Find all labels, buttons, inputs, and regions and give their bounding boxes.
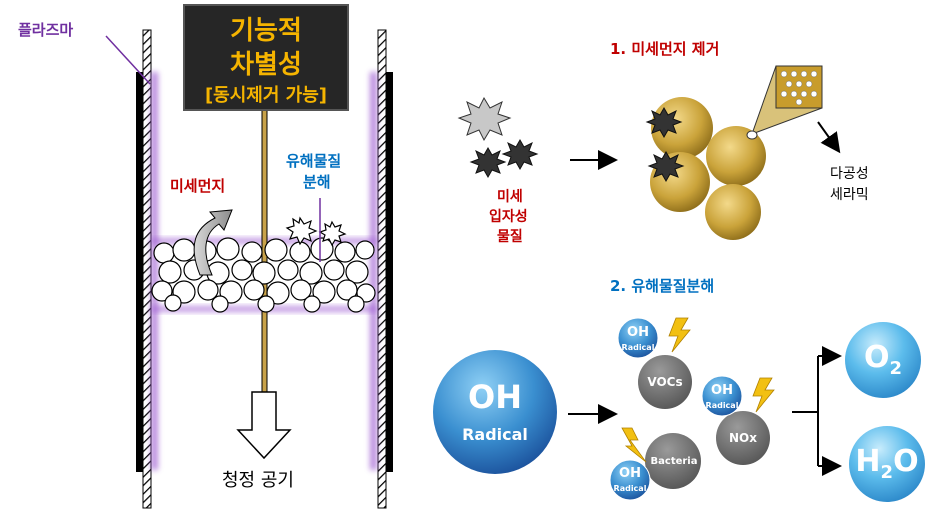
o2-subscript: 2 bbox=[889, 358, 903, 379]
ceramic-label-line-1: 다공성 bbox=[830, 166, 869, 182]
h2o-o: O bbox=[893, 444, 919, 479]
left-plasma-glow bbox=[151, 72, 158, 470]
particle-label-line-1: 미세 bbox=[497, 189, 523, 205]
left-electrode bbox=[136, 72, 143, 472]
plasma-label: 플라즈마 bbox=[18, 21, 74, 39]
oh-radical-small bbox=[609, 459, 651, 501]
oh-radical-sphere bbox=[433, 350, 557, 474]
oh-small-text: OH bbox=[711, 383, 733, 398]
fine-dust-curved-arrow bbox=[193, 209, 233, 276]
harmful-label-line-1: 유해물질 bbox=[286, 152, 342, 170]
ceramic-pointer-arrow bbox=[817, 121, 841, 154]
harmful-label-line-2: 분해 bbox=[303, 173, 331, 191]
particle-label-line-2: 입자성 bbox=[489, 209, 528, 225]
spark-icon bbox=[647, 150, 685, 183]
reactor-diagram bbox=[105, 29, 393, 509]
lightning-icon bbox=[621, 427, 647, 463]
left-wall-hatch bbox=[142, 29, 152, 509]
radical-small-text: Radical bbox=[613, 484, 647, 493]
h2o-subscript: 2 bbox=[880, 462, 894, 483]
right-electrode bbox=[386, 72, 393, 472]
plasma-pointer bbox=[105, 35, 151, 85]
bacteria-label: Bacteria bbox=[650, 456, 698, 467]
h2o-sphere bbox=[849, 426, 925, 502]
ceramic-bed bbox=[151, 237, 376, 313]
spark-icon bbox=[501, 138, 539, 171]
clean-air-label: 청정 공기 bbox=[222, 470, 294, 491]
bacteria-sphere bbox=[645, 433, 701, 489]
heading-harmful-decomposition: 2. 유해물질분해 bbox=[610, 277, 715, 295]
ceramic-sphere bbox=[705, 184, 761, 240]
lightning-icon bbox=[752, 377, 775, 413]
radical-small-text: Radical bbox=[705, 401, 739, 410]
spark-icon bbox=[645, 106, 683, 139]
nox-sphere bbox=[716, 411, 770, 465]
spark-icon bbox=[318, 220, 347, 247]
oh-radical-small bbox=[701, 375, 743, 417]
spark-icon bbox=[469, 146, 507, 179]
fine-dust-label: 미세먼지 bbox=[170, 177, 226, 195]
right-plasma-glow bbox=[370, 72, 377, 470]
spark-icon bbox=[457, 96, 512, 142]
o2-base: O bbox=[863, 340, 890, 375]
zoom-point bbox=[746, 130, 758, 140]
ceramic-label-line-2: 세라믹 bbox=[830, 187, 869, 203]
radical-main-text: Radical bbox=[462, 425, 528, 444]
title-line-3: [동시제거 가능] bbox=[204, 85, 328, 106]
mechanism-diagram bbox=[433, 65, 925, 502]
title-line-2: 차별성 bbox=[230, 50, 302, 80]
h2o-h: H bbox=[855, 444, 881, 479]
o2-label: O2 bbox=[845, 340, 921, 379]
arrow-down-icon bbox=[236, 391, 292, 460]
spark-icon bbox=[285, 216, 318, 246]
o2-sphere bbox=[845, 322, 921, 398]
vocs-label: VOCs bbox=[647, 375, 683, 389]
right-wall-hatch bbox=[377, 29, 387, 509]
vocs-sphere bbox=[638, 355, 692, 409]
oh-main-text: OH bbox=[468, 378, 522, 416]
particle-label-line-3: 물질 bbox=[497, 229, 523, 245]
h2o-label: H2O bbox=[849, 444, 925, 483]
oh-radical-small bbox=[617, 317, 659, 359]
radical-small-text: Radical bbox=[621, 343, 655, 352]
title-box: 기능적 차별성 [동시제거 가능] bbox=[183, 4, 349, 111]
lightning-icon bbox=[668, 317, 691, 353]
title-line-1: 기능적 bbox=[230, 16, 302, 46]
nox-label: NOx bbox=[729, 431, 757, 445]
oh-small-text: OH bbox=[627, 325, 649, 340]
oh-small-text: OH bbox=[619, 466, 641, 481]
pores bbox=[780, 70, 818, 106]
heading-fine-dust-removal: 1. 미세먼지 제거 bbox=[610, 40, 720, 58]
ceramic-sphere bbox=[706, 126, 766, 186]
